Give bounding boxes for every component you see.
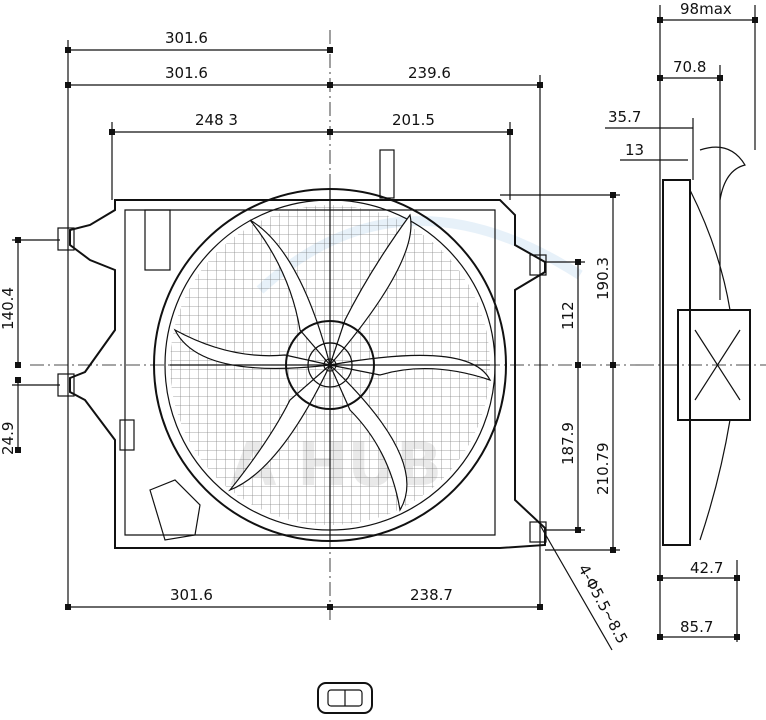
dim-42-7: 42.7 <box>690 559 723 577</box>
dim-24-9: 24.9 <box>0 422 17 455</box>
dim-187-9: 187.9 <box>559 422 577 465</box>
dim-85-7: 85.7 <box>680 618 713 636</box>
dim-13: 13 <box>625 141 644 159</box>
dim-bottom-left: 301.6 <box>170 586 213 604</box>
dim-210-79: 210.79 <box>594 443 612 496</box>
dim-inner-left: 248 3 <box>195 111 238 129</box>
dim-35-7: 35.7 <box>608 108 641 126</box>
dim-70-8: 70.8 <box>673 58 706 76</box>
fan-blades <box>173 213 492 512</box>
dim-112: 112 <box>559 301 577 330</box>
dim-left: 301.6 <box>165 64 208 82</box>
side-dimensions: 98max 70.8 35.7 13 42.7 85.7 <box>605 0 758 642</box>
dim-140-4: 140.4 <box>0 287 17 330</box>
dim-overall-left: 301.6 <box>165 29 208 47</box>
dim-right: 239.6 <box>408 64 451 82</box>
connector-icon <box>317 682 373 714</box>
front-view <box>30 30 640 620</box>
side-view <box>640 146 766 546</box>
hose-nozzle <box>379 149 395 199</box>
dim-inner-right: 201.5 <box>392 111 435 129</box>
dim-bottom-right: 238.7 <box>410 586 453 604</box>
dim-190-3: 190.3 <box>594 257 612 300</box>
dim-98max: 98max <box>680 0 732 18</box>
